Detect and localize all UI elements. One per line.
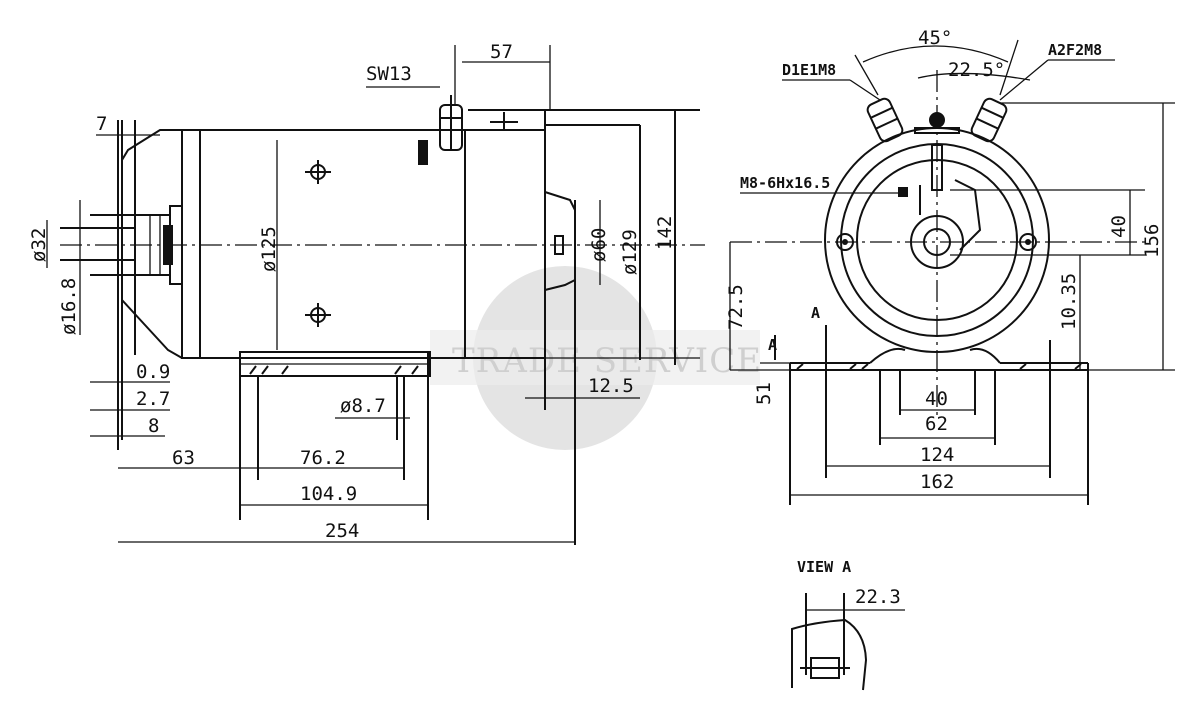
bolt-icon <box>836 233 1037 251</box>
terminal-studs <box>866 97 1008 143</box>
dim-63: 63 <box>172 447 195 469</box>
dim-40-horizontal: 40 <box>925 388 948 410</box>
dim-d60: ø60 <box>588 228 610 262</box>
screw-icon <box>305 160 331 327</box>
dim-d125: ø125 <box>258 226 280 272</box>
terminal-label-right: A2F2M8 <box>1048 41 1102 59</box>
watermark-text: TRADE SERVICE <box>452 341 762 381</box>
dim-10-35: 10.35 <box>1058 273 1080 330</box>
terminal-icon <box>418 95 518 165</box>
view-marker-a: A <box>768 336 777 354</box>
dim-12-5: 12.5 <box>588 375 634 397</box>
dim-51: 51 <box>753 382 775 405</box>
label-sw13: SW13 <box>366 63 412 85</box>
dim-2-7: 2.7 <box>136 388 170 410</box>
angle-22-5: 22.5° <box>948 59 1005 81</box>
dim-104-9: 104.9 <box>300 483 357 505</box>
dim-142: 142 <box>654 216 676 250</box>
dim-d16-8: ø16.8 <box>58 278 80 335</box>
dim-0-9: 0.9 <box>136 361 170 383</box>
thread-label: M8-6Hx16.5 <box>740 174 830 192</box>
dim-d32: ø32 <box>28 228 50 262</box>
dim-d129: ø129 <box>619 229 641 275</box>
dim-8: 8 <box>148 415 159 437</box>
dim-7: 7 <box>96 113 107 135</box>
dim-254: 254 <box>325 520 359 542</box>
dim-62: 62 <box>925 413 948 435</box>
detail-view-a: VIEW A 22.3 <box>791 558 905 691</box>
detail-view-title: VIEW A <box>797 558 851 576</box>
dim-22-3: 22.3 <box>855 586 901 608</box>
dim-156: 156 <box>1141 224 1163 258</box>
dim-124: 124 <box>920 444 954 466</box>
view-marker-a-end: A <box>811 304 820 322</box>
dim-d8-7: ø8.7 <box>340 395 386 417</box>
angle-45: 45° <box>918 27 952 49</box>
dim-40-vertical: 40 <box>1108 215 1130 238</box>
dim-162: 162 <box>920 471 954 493</box>
end-view: D1E1M8 A2F2M8 M8-6Hx16.5 45° 22.5° 40 15… <box>725 27 1175 505</box>
dim-57: 57 <box>490 41 513 63</box>
terminal-label-left: D1E1M8 <box>782 61 836 79</box>
side-view: 57 SW13 7 ø32 ø16.8 ø125 ø60 ø129 142 0.… <box>28 41 777 545</box>
dim-72-5: 72.5 <box>725 284 747 330</box>
dim-76-2: 76.2 <box>300 447 346 469</box>
